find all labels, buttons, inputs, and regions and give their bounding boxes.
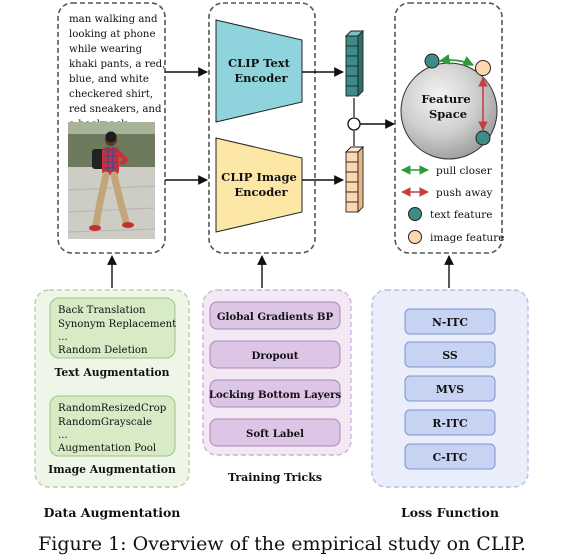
loss-label-3: R-ITC xyxy=(432,417,468,430)
combine-node xyxy=(347,117,361,131)
trick-label-2: Locking Bottom Layers xyxy=(209,389,342,401)
loss-label-4: C-ITC xyxy=(433,451,468,464)
image-feature-vector xyxy=(344,145,365,214)
input-photo xyxy=(67,122,156,239)
loss-label-0: N-ITC xyxy=(432,316,468,329)
loss-box-3 xyxy=(404,409,496,436)
legend-image-feature-label: image feature xyxy=(430,232,504,244)
legend-text-feature-icon xyxy=(408,207,422,221)
trick-label-1: Dropout xyxy=(251,350,298,362)
loss-box-2 xyxy=(404,375,496,402)
legend-push-label: push away xyxy=(436,187,492,199)
trick-box-0 xyxy=(209,301,341,330)
training-tricks-title: Training Tricks xyxy=(228,471,322,484)
text-encoder-block xyxy=(215,19,303,123)
legend-text-feature-label: text feature xyxy=(430,209,493,221)
text-feature-vector xyxy=(344,29,365,98)
trick-box-1 xyxy=(209,340,341,369)
text-augmentation-items: Back Translation Synonym Replacement ...… xyxy=(58,305,180,356)
image-augmentation-box xyxy=(49,395,176,457)
text-feature-dot-bottom xyxy=(475,130,491,146)
text-feature-dot xyxy=(424,53,440,69)
image-encoder-block xyxy=(215,137,303,233)
image-feature-dot-top xyxy=(475,60,491,76)
loss-label-2: MVS xyxy=(436,383,464,396)
loss-function-title: Loss Function xyxy=(401,505,499,520)
image-augmentation-items: RandomResizedCrop RandomGrayscale ... Au… xyxy=(57,403,170,454)
trick-label-3: Soft Label xyxy=(246,428,304,440)
training-tricks-panel xyxy=(202,289,352,456)
trick-label-0: Global Gradients BP xyxy=(217,311,334,323)
trick-box-2 xyxy=(209,379,341,408)
image-augmentation-title: Image Augmentation xyxy=(48,463,176,476)
legend-image-feature-icon xyxy=(408,230,422,244)
legend-pull-label: pull closer xyxy=(436,165,493,177)
text-augmentation-box xyxy=(49,297,176,359)
loss-box-0 xyxy=(404,308,496,335)
loss-box-1 xyxy=(404,341,496,368)
pull-arc xyxy=(438,54,474,66)
figure-caption: Figure 1: Overview of the empirical stud… xyxy=(38,533,526,555)
data-augmentation-title: Data Augmentation xyxy=(44,505,181,520)
feature-space-label: Feature Space xyxy=(421,92,474,121)
image-encoder-label: CLIP Image Encoder xyxy=(221,170,301,199)
text-encoder-label: CLIP Text Encoder xyxy=(228,56,294,85)
text-augmentation-title: Text Augmentation xyxy=(55,366,170,379)
trick-box-3 xyxy=(209,418,341,447)
loss-box-4 xyxy=(404,443,496,470)
loss-label-1: SS xyxy=(442,349,458,362)
